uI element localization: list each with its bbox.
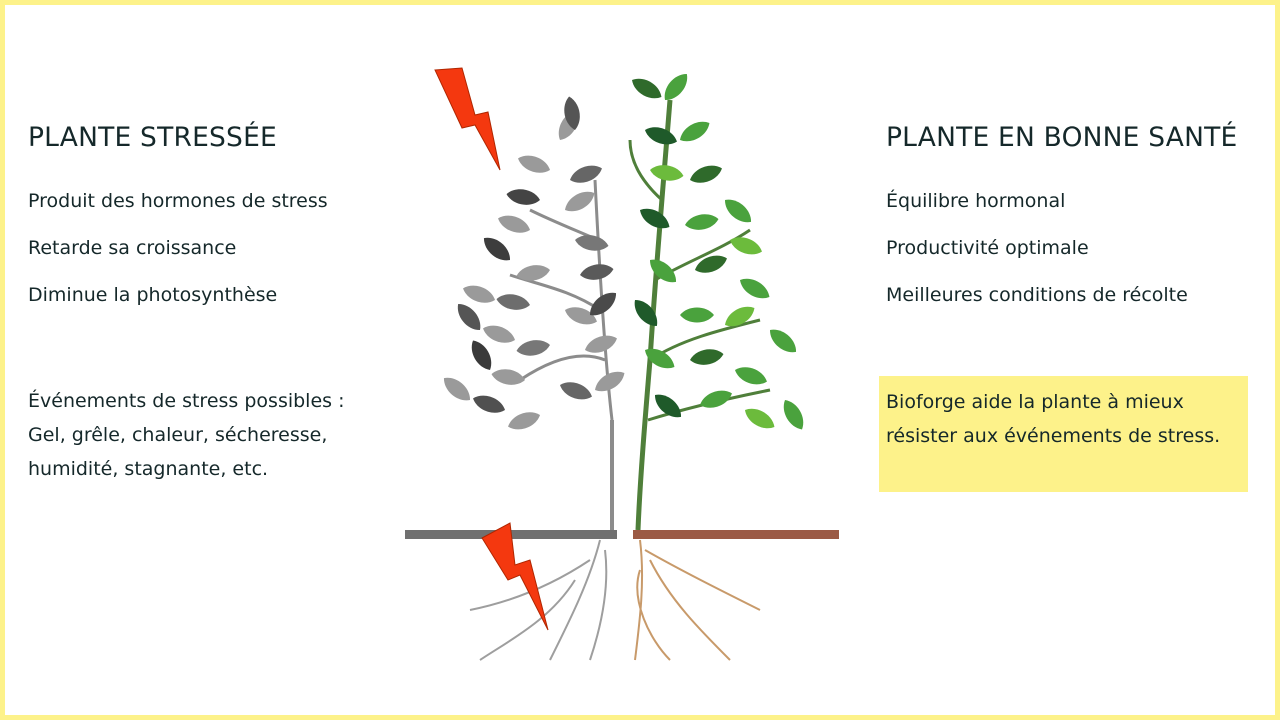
plant-illustration [405, 67, 839, 661]
healthy-item: Productivité optimale [886, 237, 1089, 259]
healthy-plant-list: Équilibre hormonal Productivité optimale… [886, 178, 1188, 319]
stress-events: Événements de stress possibles : Gel, gr… [28, 384, 408, 486]
stressed-item: Retarde sa croissance [28, 237, 237, 259]
healthy-plant-title: PLANTE EN BONNE SANTÉ [886, 122, 1238, 153]
stress-events-title: Événements de stress possibles : [28, 390, 345, 412]
healthy-item: Équilibre hormonal [886, 190, 1066, 212]
stress-events-line: Gel, grêle, chaleur, sécheresse, [28, 424, 328, 446]
stressed-plant-title: PLANTE STRESSÉE [28, 122, 277, 153]
stress-events-line: humidité, stagnante, etc. [28, 458, 269, 480]
stressed-item: Diminue la photosynthèse [28, 284, 278, 306]
stressed-item: Produit des hormones de stress [28, 190, 328, 212]
lightning-bolt-icon [434, 67, 501, 171]
lightning-bolt-icon [481, 522, 549, 631]
bioforge-note: Bioforge aide la plante à mieux résister… [879, 376, 1248, 492]
healthy-plant [628, 69, 839, 661]
stressed-plant-list: Produit des hormones de stress Retarde s… [28, 178, 328, 319]
healthy-item: Meilleures conditions de récolte [886, 284, 1188, 306]
